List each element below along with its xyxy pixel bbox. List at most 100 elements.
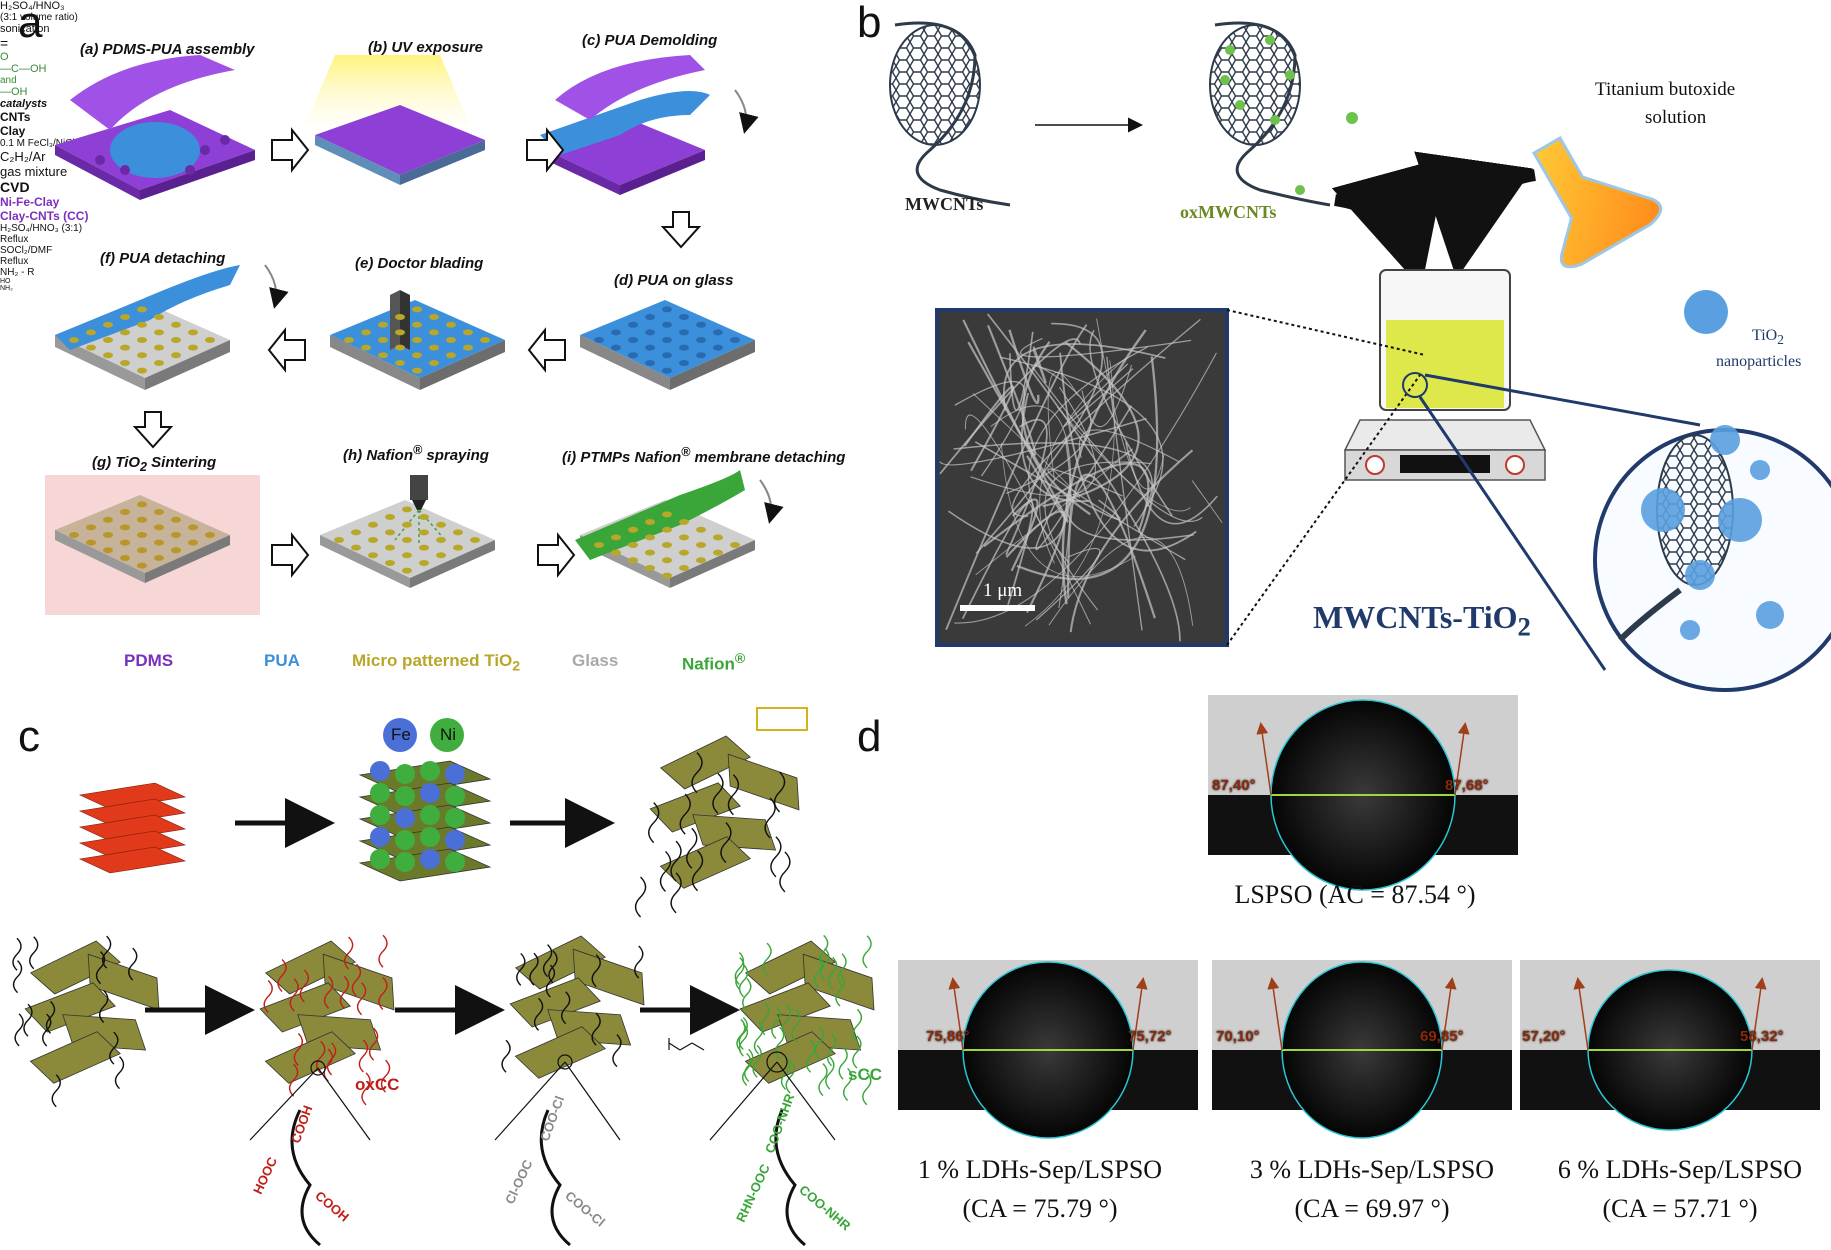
pattern-dot xyxy=(378,337,388,343)
cnt-strand xyxy=(351,963,362,997)
cnt-strand xyxy=(263,980,273,1014)
oxcc-cluster xyxy=(259,934,395,1106)
pattern-dot xyxy=(137,532,147,538)
process-arrow xyxy=(527,327,566,373)
sem-fiber xyxy=(939,417,1147,466)
panel-letter-b: b xyxy=(857,0,882,47)
sem-fiber xyxy=(1030,365,1203,522)
flask-illustration xyxy=(1531,135,1663,269)
cnt-strand xyxy=(712,772,724,814)
cnt-strand xyxy=(12,937,22,971)
cnt-strand xyxy=(742,977,752,1011)
pattern-dot xyxy=(679,344,689,351)
tangent-right xyxy=(1454,722,1470,796)
sem-fiber xyxy=(939,338,1081,475)
pattern-dot xyxy=(120,359,130,366)
step-a-illustration xyxy=(55,55,255,200)
cnt-strand xyxy=(862,1072,872,1106)
taurine-ho: HO xyxy=(0,278,11,285)
cnt-strand xyxy=(612,1034,622,1068)
pattern-dot xyxy=(419,514,429,521)
cnt-strand xyxy=(378,934,388,968)
scc-cluster xyxy=(734,934,875,1106)
label-ni-fe-clay: Ni-Fe-Clay xyxy=(0,195,60,209)
pattern-dot xyxy=(188,524,198,531)
sem-fiber xyxy=(999,356,1164,508)
label-clay: Clay xyxy=(0,124,26,138)
cnt-strand xyxy=(560,991,571,1025)
pattern-dot xyxy=(69,337,79,343)
cnt-strand xyxy=(820,947,830,981)
pattern-dot xyxy=(402,521,412,528)
cnt-strand xyxy=(852,1008,863,1042)
pattern-dot xyxy=(679,549,689,556)
cnt-strand xyxy=(128,947,138,981)
reagent-sonication: sonication xyxy=(0,23,50,35)
cnt-strand xyxy=(293,1033,304,1067)
cnt-strand xyxy=(862,935,872,969)
pattern-dot xyxy=(679,564,689,571)
pattern-dot xyxy=(594,542,604,548)
pattern-dot xyxy=(662,337,672,343)
pattern-dot xyxy=(69,532,79,538)
cnt-strand xyxy=(670,872,682,914)
sem-fiber xyxy=(1048,536,1194,626)
cnts-box xyxy=(756,707,808,731)
cnt-strand xyxy=(744,1048,754,1082)
clay-layer xyxy=(78,782,187,810)
cnt-strand xyxy=(818,1063,828,1097)
pattern-dot xyxy=(713,534,723,541)
pattern-dot xyxy=(713,329,723,336)
pattern-dot xyxy=(662,321,672,328)
catalyst-particle xyxy=(420,805,440,825)
cnt-strand xyxy=(380,1059,391,1093)
pattern-dot xyxy=(154,314,164,321)
pattern-dot xyxy=(453,529,463,536)
ni-fe-clay-illustration xyxy=(358,760,492,882)
pattern-dot xyxy=(188,329,198,336)
step-d-caption: (d) PUA on glass xyxy=(614,272,734,289)
reagent-gas-mixture: gas mixture xyxy=(0,164,68,179)
pattern-dot xyxy=(679,519,689,526)
cnt-strand xyxy=(378,977,388,1010)
cnt-strand xyxy=(686,827,698,869)
cnt-strand xyxy=(323,1048,333,1082)
cnt-strand xyxy=(533,997,544,1031)
cnt-strand xyxy=(591,954,601,988)
catalyst-particle xyxy=(445,852,465,872)
panel-c xyxy=(12,707,875,1247)
sem-fiber xyxy=(974,441,1121,521)
pattern-dot xyxy=(713,549,723,556)
pattern-dot xyxy=(154,344,164,351)
legend-tio2: Micro patterned TiO2 xyxy=(352,651,521,675)
label-tio2: TiO2 xyxy=(1752,327,1784,348)
reagent-acids: H₂SO₄/HNO₃ xyxy=(0,0,65,12)
cnt-strand xyxy=(361,1072,371,1106)
step-d-illustration xyxy=(580,300,755,390)
cnt-strand xyxy=(14,1013,24,1047)
pattern-dot xyxy=(154,509,164,516)
label-oxmwcnts: oxMWCNTs xyxy=(1180,202,1277,222)
sem-fiber xyxy=(1065,483,1194,541)
cnt-strand xyxy=(634,945,644,979)
pattern-dot xyxy=(103,337,113,343)
pattern-dot xyxy=(419,544,429,551)
clay-sheet xyxy=(29,1031,121,1084)
pattern-dot xyxy=(628,526,638,533)
sem-fiber xyxy=(964,414,1091,625)
pattern-dot xyxy=(429,329,439,336)
pattern-dot xyxy=(171,352,181,359)
pattern-dot xyxy=(395,329,405,336)
sem-fiber xyxy=(975,448,1133,576)
pattern-dot xyxy=(137,367,147,374)
pattern-dot xyxy=(103,532,113,538)
caption-lspso: LSPSO (AC = 87.54 °) xyxy=(1234,880,1476,909)
oh-group: —OH xyxy=(0,86,28,98)
cnt-strand xyxy=(764,797,776,839)
cnt-strand xyxy=(814,1026,824,1060)
sem-fiber xyxy=(1069,449,1194,633)
pattern-dot xyxy=(395,344,405,351)
catalyst-particle xyxy=(420,761,440,781)
taurine-nh2: NH₂ xyxy=(0,285,13,292)
catalyst-particle xyxy=(445,808,465,828)
